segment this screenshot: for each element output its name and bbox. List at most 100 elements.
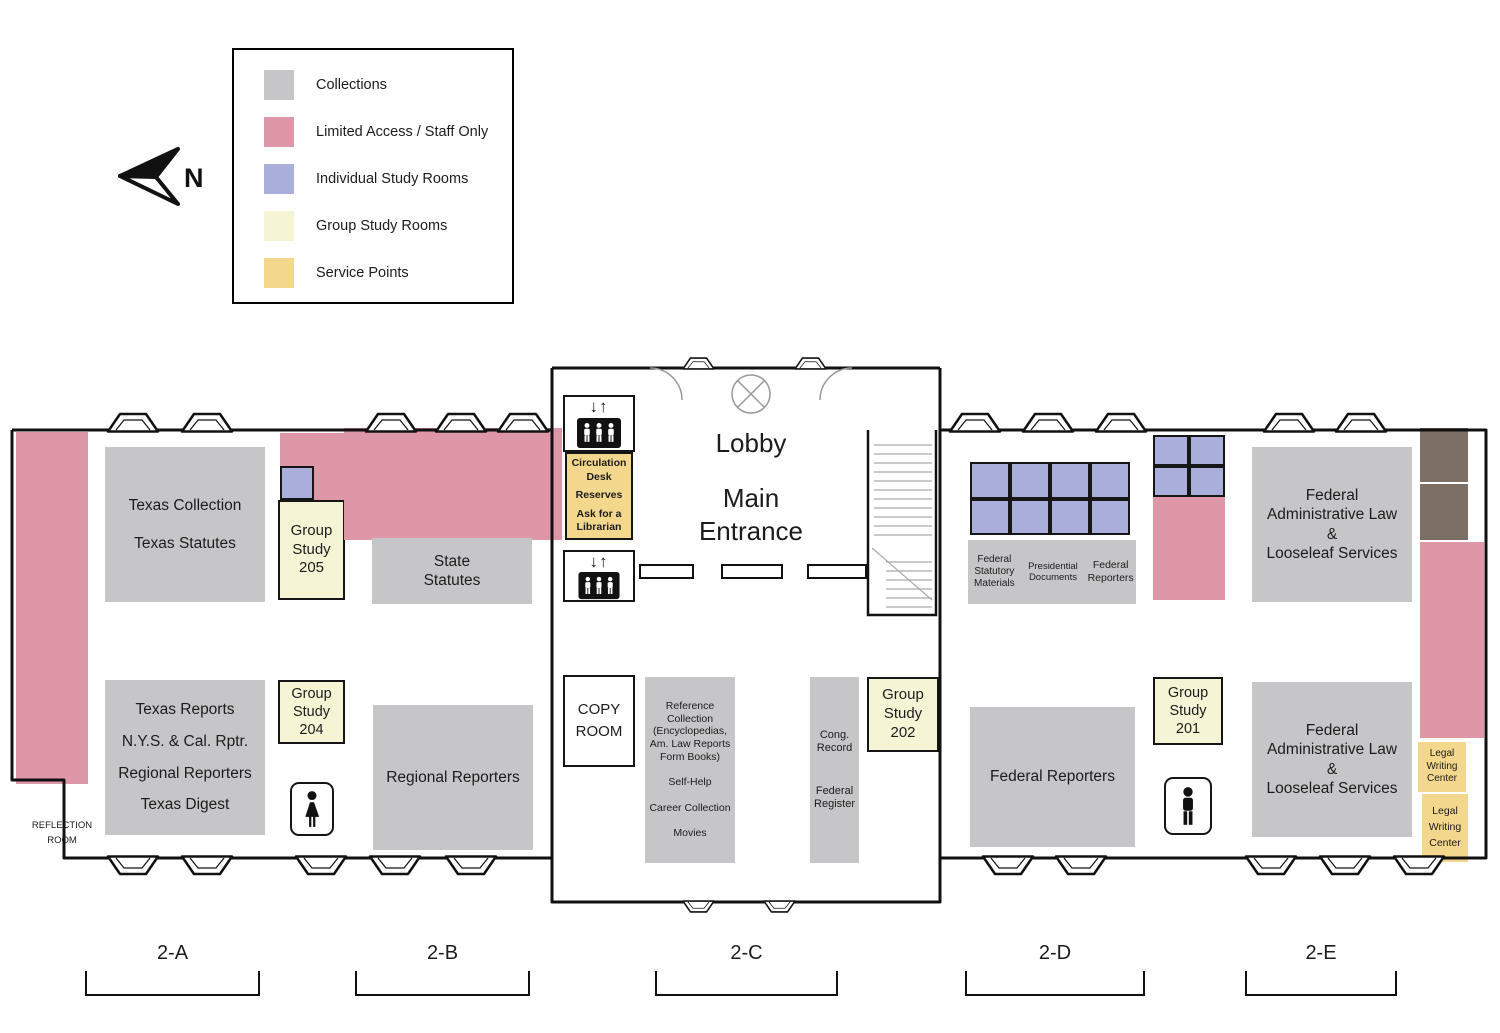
room-label: Study <box>292 540 331 558</box>
room-label: Texas Reports <box>135 700 235 718</box>
womens-restroom-icon <box>305 791 320 827</box>
section-2e: 2-E <box>1245 942 1397 996</box>
legend-label: Limited Access / Staff Only <box>316 124 489 140</box>
room-label: Center <box>1429 836 1461 849</box>
room-label: Writing <box>1426 760 1458 772</box>
room-label: Collection <box>666 712 714 725</box>
room-group-study-202: Group Study 202 <box>867 677 939 752</box>
room-label: Federal Reporters <box>990 768 1115 786</box>
individual-study-room-cell <box>970 498 1010 535</box>
individual-study-room-cell <box>1189 435 1225 466</box>
room-label: COPY <box>577 700 621 718</box>
individual-study-room-cell <box>1050 462 1090 499</box>
individual-study-room-cell <box>1153 466 1189 497</box>
lobby-label: Lobby <box>715 428 787 458</box>
room-label: 204 <box>299 722 324 739</box>
room-label: Group <box>291 685 332 702</box>
room-label: & <box>1326 760 1338 778</box>
room-label: Am. Law Reports <box>649 737 731 750</box>
room-texas-collection: Texas Collection Texas Statutes <box>105 447 265 602</box>
section-label: 2-B <box>426 942 459 964</box>
section-bracket <box>85 971 260 996</box>
room-label: Reserves <box>575 489 623 502</box>
revolving-door-icon <box>731 374 771 414</box>
section-bracket <box>355 971 530 996</box>
staff-area-northeast <box>1153 497 1225 600</box>
room-group-study-204: Group Study 204 <box>278 680 345 744</box>
room-label: Study <box>292 703 331 720</box>
mens-restroom-icon <box>1183 787 1193 825</box>
legend-item-group-study: Group Study Rooms <box>264 211 447 241</box>
elevator-room-north: ↓↑ <box>563 395 635 452</box>
staircase <box>866 430 938 617</box>
staff-area-east <box>1420 542 1484 738</box>
room-group-study-205: Group Study 205 <box>278 500 345 600</box>
room-label: N.Y.S. & Cal. Rptr. <box>121 732 249 750</box>
room-label: (Encyclopedias, <box>652 725 728 738</box>
north-label: N <box>184 163 204 193</box>
individual-study-room-cell <box>1050 498 1090 535</box>
north-arrow-icon: N <box>118 147 204 206</box>
individual-study-room-cell <box>1090 462 1130 499</box>
room-label: REFLECTION <box>31 820 93 831</box>
individual-study-room-cell <box>1010 462 1050 499</box>
room-label: Federal Reporters <box>1087 559 1134 584</box>
room-label: Legal <box>1429 748 1455 760</box>
room-label: Writing <box>1428 821 1462 834</box>
main-entrance-label: Main Entrance <box>698 483 804 546</box>
room-group-study-201: Group Study 201 <box>1153 677 1223 745</box>
room-label: Texas Digest <box>140 796 230 814</box>
room-label: Federal Statutory Materials <box>974 554 1015 589</box>
individual-study-room-cell <box>1189 466 1225 497</box>
utility-room <box>1420 428 1468 482</box>
door-swing-arcs <box>649 367 853 401</box>
room-label: Center <box>1426 773 1457 785</box>
room-label: State <box>433 552 471 570</box>
staff-area-west <box>16 432 88 784</box>
room-federal-admin-law-south: Federal Administrative Law & Looseleaf S… <box>1252 682 1412 837</box>
section-label: 2-A <box>156 942 189 964</box>
room-label: Looseleaf Services <box>1266 779 1398 797</box>
room-label: Reference <box>665 700 715 713</box>
service-points-swatch <box>264 258 294 288</box>
group-study-swatch <box>264 211 294 241</box>
legend-item-limited-access: Limited Access / Staff Only <box>264 117 488 147</box>
elevator-icon <box>577 418 621 448</box>
womens-restroom <box>290 782 334 836</box>
room-label: Administrative Law <box>1266 506 1398 524</box>
room-label: Movies <box>673 827 707 840</box>
elevator-arrows: ↓↑ <box>589 552 609 571</box>
room-label: Desk <box>586 470 612 483</box>
legend-label: Group Study Rooms <box>316 218 448 234</box>
individual-study-room-cell <box>280 466 314 500</box>
section-2b: 2-B <box>355 942 530 996</box>
room-label: Self-Help <box>668 776 712 789</box>
room-regional-reporters: Regional Reporters <box>373 705 533 850</box>
room-legal-writing-center-south: Legal Writing Center <box>1422 794 1468 862</box>
legend-item-individual-study: Individual Study Rooms <box>264 164 468 194</box>
staff-cell <box>314 433 344 500</box>
room-label: Librarian <box>576 521 622 534</box>
room-label: Texas Collection <box>128 497 242 515</box>
room-label: Federal Register <box>814 785 855 811</box>
room-reflection-room: REFLECTION ROOM <box>20 818 104 848</box>
room-congressional-record: Cong. Record Federal Register <box>810 677 859 863</box>
collections-swatch <box>264 70 294 100</box>
room-label: Group <box>290 521 333 539</box>
room-label: Statutes <box>423 572 481 589</box>
individual-study-swatch <box>264 164 294 194</box>
section-label: 2-C <box>730 942 763 964</box>
section-2c: 2-C <box>655 942 838 996</box>
window-bays-bottom <box>106 855 1446 913</box>
room-label: Administrative Law <box>1266 741 1398 759</box>
room-label: ROOM <box>575 723 623 740</box>
elevator-arrows: ↓↑ <box>589 397 609 416</box>
individual-study-room-cell <box>1010 498 1050 535</box>
legend: Collections Limited Access / Staff Only … <box>232 48 514 304</box>
room-label: ROOM <box>47 835 77 847</box>
section-bracket <box>965 971 1145 996</box>
room-label: Study <box>1169 702 1207 719</box>
utility-room <box>1420 484 1468 540</box>
limited-access-swatch <box>264 117 294 147</box>
room-texas-reports: Texas Reports N.Y.S. & Cal. Rptr. Region… <box>105 680 265 835</box>
